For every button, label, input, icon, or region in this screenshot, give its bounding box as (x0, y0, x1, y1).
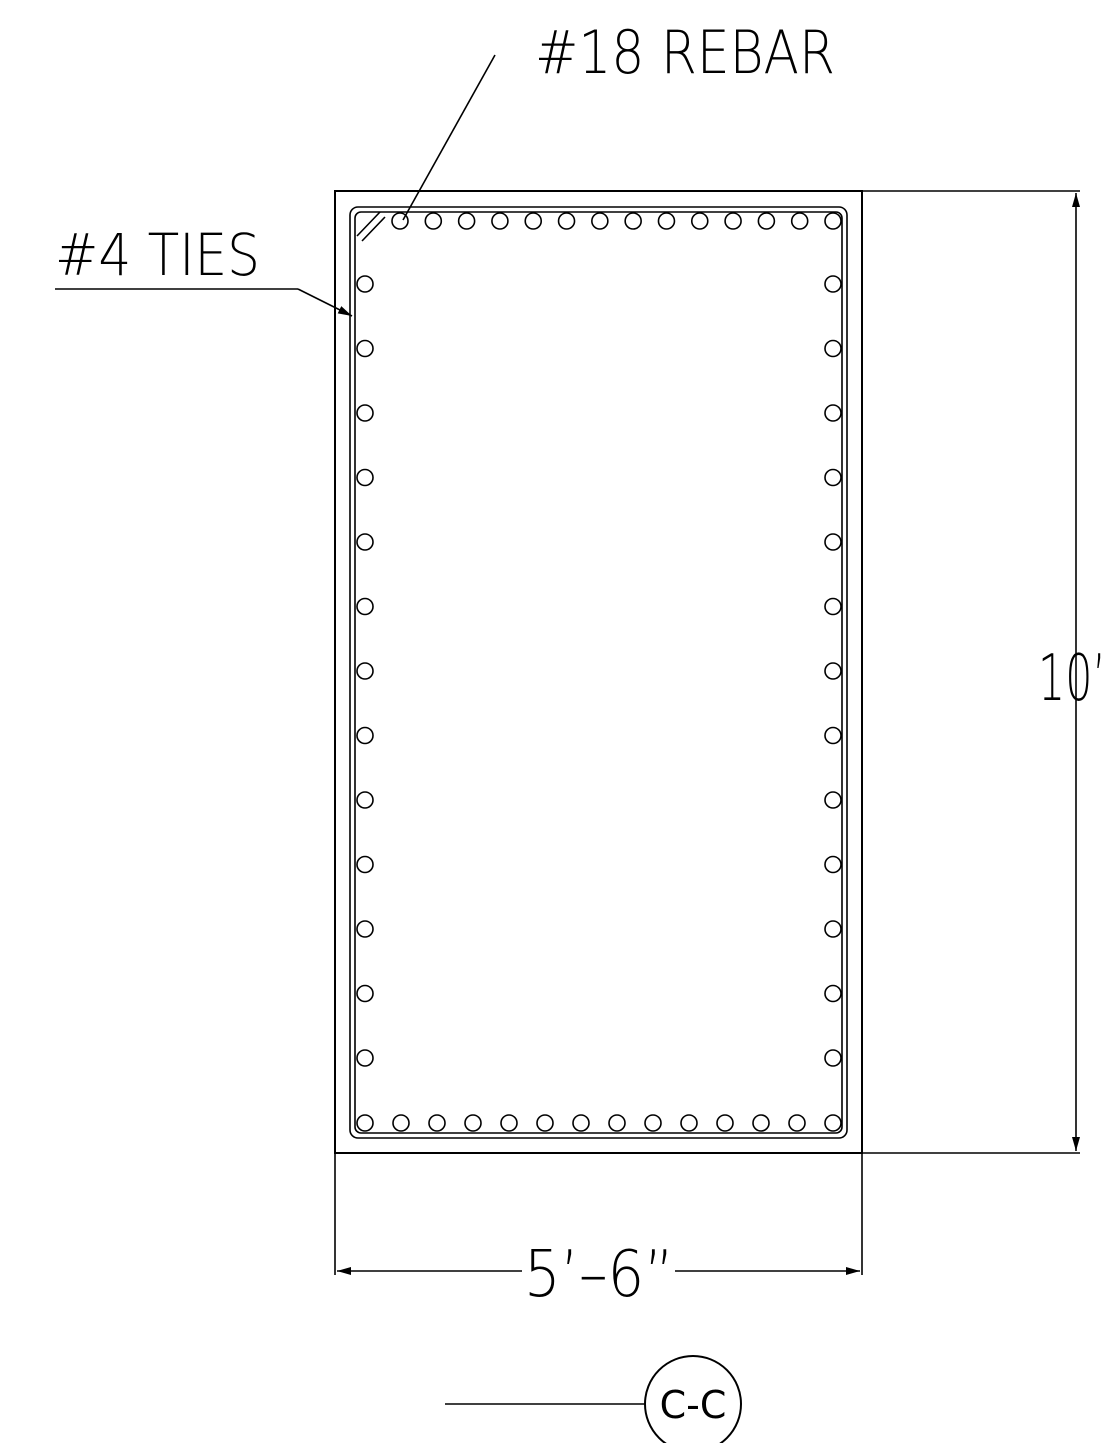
rebar-top (457, 212, 476, 230)
rebar-bottom (752, 1114, 770, 1132)
rebar-top (724, 212, 742, 230)
rebar-left (356, 533, 374, 551)
rebar-top (790, 212, 809, 230)
rebar-bottom (608, 1114, 626, 1132)
rebar-left (356, 404, 374, 422)
rebar-group (356, 212, 842, 1132)
rebar-right (824, 275, 842, 293)
tie-hook (356, 211, 381, 237)
rebar-left (356, 984, 374, 1003)
rebar-bottom (788, 1114, 806, 1132)
rebar-left (356, 275, 374, 293)
rebar-leader-line (402, 54, 496, 221)
section-tag-text: C-C (660, 1383, 727, 1427)
rebar-left (356, 1049, 374, 1067)
rebar-right (824, 468, 842, 487)
rebar-left (356, 597, 374, 616)
rebar-left (356, 855, 374, 874)
rebar-bottom (500, 1114, 518, 1132)
rebar-top (491, 212, 509, 230)
ties-label: #4 TIES (55, 221, 260, 289)
height-dim-text: 10’ (1038, 642, 1106, 716)
rebar-top (424, 212, 443, 230)
rebar-top (624, 212, 642, 230)
rebar-left (356, 339, 374, 358)
rebar-bottom (716, 1114, 734, 1132)
rebar-right (824, 662, 842, 680)
rebar-bottom (428, 1114, 446, 1132)
rebar-right (824, 339, 842, 358)
rebar-right (824, 533, 842, 551)
rebar-left (356, 791, 374, 809)
width-dim-text: 5’–6” (524, 1238, 674, 1312)
rebar-left (356, 468, 374, 487)
tie-inner (354, 211, 843, 1134)
rebar-bottom (644, 1114, 662, 1132)
column-outline (334, 190, 863, 1154)
rebar-left (356, 726, 374, 745)
rebar-left (356, 920, 374, 938)
rebar-right (824, 920, 842, 938)
tie-hook-2 (361, 216, 386, 242)
rebar-top (591, 212, 609, 230)
rebar-right (824, 597, 842, 616)
rebar-top (690, 212, 709, 230)
rebar-bottom (392, 1114, 410, 1132)
rebar-bottom (824, 1114, 842, 1132)
rebar-right (824, 1049, 842, 1067)
section-tag-circle (644, 1355, 742, 1443)
rebar-label: #18 REBAR (535, 18, 835, 88)
tie-outer (349, 206, 848, 1139)
rebar-bottom (356, 1114, 374, 1132)
rebar-right (824, 404, 842, 422)
rebar-right (824, 855, 842, 874)
rebar-bottom (536, 1114, 554, 1132)
ties-leader-line (297, 288, 353, 317)
rebar-right (824, 791, 842, 809)
rebar-right (824, 984, 842, 1003)
rebar-top (557, 212, 576, 230)
rebar-right (824, 726, 842, 745)
rebar-bottom (680, 1114, 698, 1132)
rebar-top (824, 212, 842, 230)
rebar-bottom (464, 1114, 482, 1132)
rebar-bottom (572, 1114, 590, 1132)
rebar-left (356, 662, 374, 680)
rebar-top (657, 212, 676, 230)
rebar-top (391, 212, 409, 230)
rebar-top (524, 212, 543, 230)
rebar-top (757, 212, 776, 230)
